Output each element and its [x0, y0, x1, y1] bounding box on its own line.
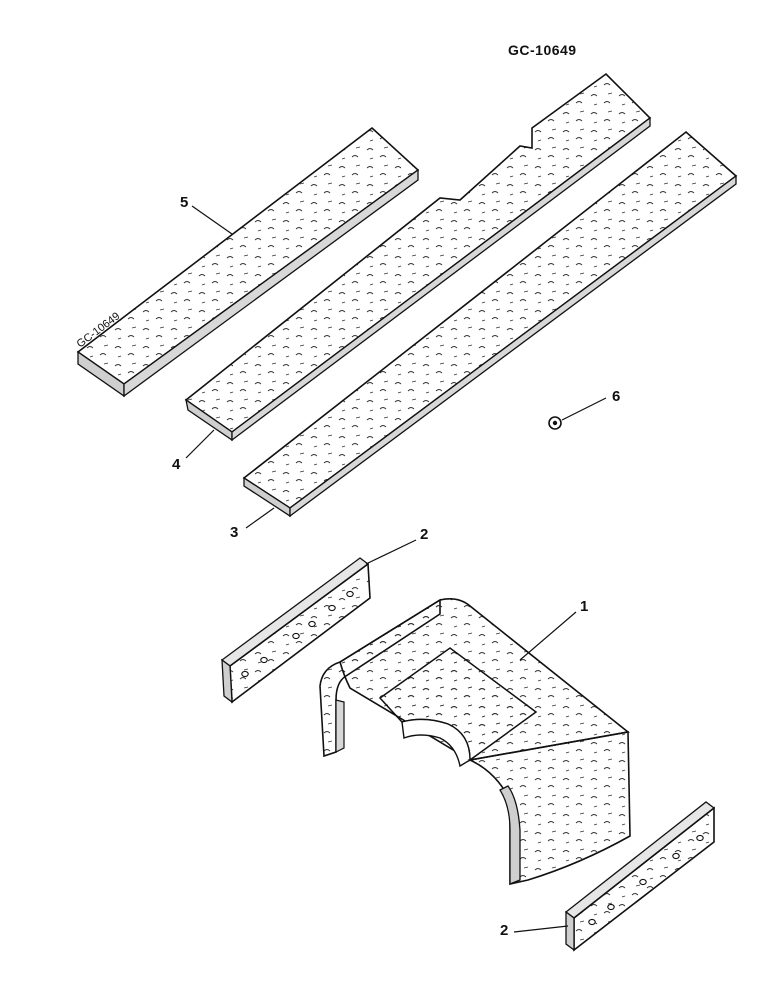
part-2-plate-upper: [220, 557, 371, 704]
callout-4: 4: [172, 456, 181, 473]
leader-lines: [185, 205, 607, 933]
part-5-strip: GC-10649: [75, 126, 420, 398]
part-6-nut: [548, 416, 562, 430]
callout-5: 5: [180, 194, 189, 211]
part-1-cover: [319, 598, 631, 885]
part-4-strip: [184, 72, 652, 442]
callout-2-lower: 2: [500, 922, 509, 939]
callout-2-upper: 2: [420, 526, 429, 543]
callout-6: 6: [612, 388, 621, 405]
drawing-reference: GC-10649: [508, 42, 577, 58]
part-2-plate-lower: [564, 801, 716, 952]
callout-3: 3: [230, 524, 239, 541]
callout-1: 1: [580, 598, 589, 615]
part-3-strip: [242, 130, 738, 518]
